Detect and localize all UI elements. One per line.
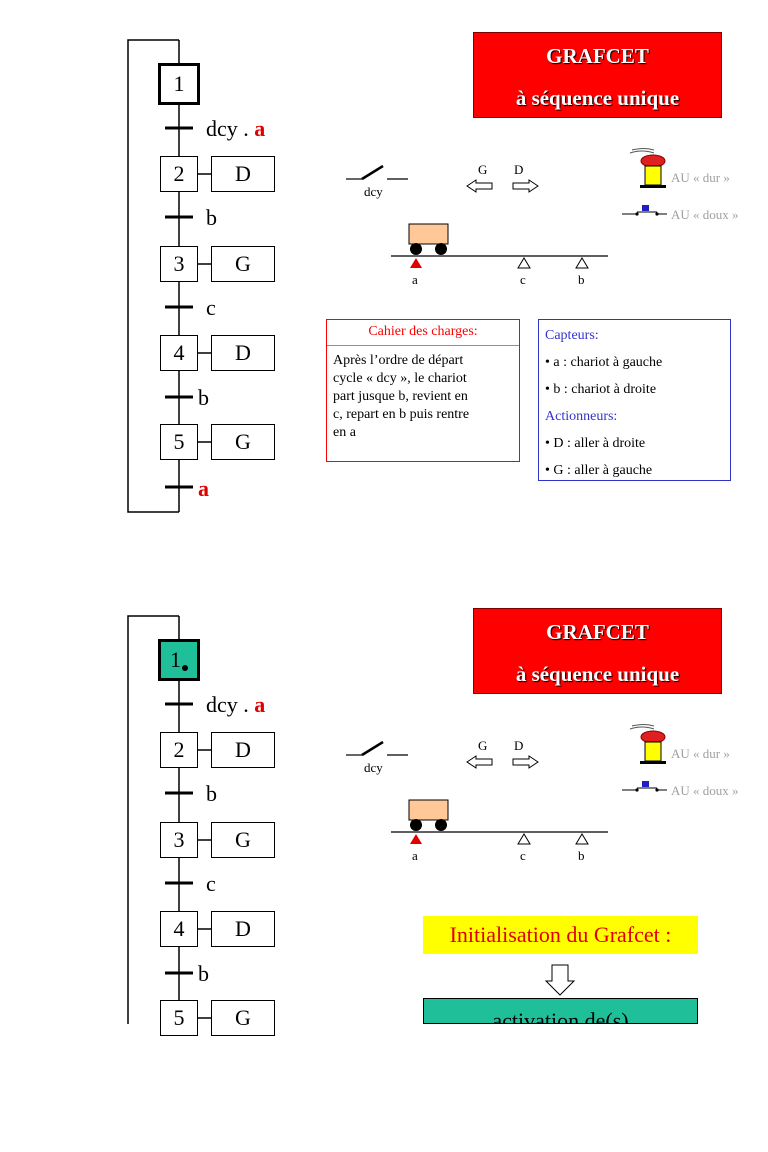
sensor-a-label: a <box>412 848 418 863</box>
cart-icon <box>408 799 449 831</box>
sensor-a-icon <box>410 258 422 268</box>
step-4: 4 <box>160 911 198 947</box>
dir-g-label: G <box>478 162 488 177</box>
action-step-3: G <box>211 822 275 858</box>
sensor-a-icon <box>410 834 422 844</box>
sensor-b-icon <box>575 257 589 269</box>
step-4: 4 <box>160 335 198 371</box>
au-dur-icon <box>629 148 666 188</box>
sensor-b-label: b <box>578 272 585 287</box>
sensor-c-icon <box>517 257 531 269</box>
dir-d-label: D <box>514 738 524 753</box>
transition-1-highlight: a <box>254 692 266 717</box>
actionneur-d: • D : aller à droite <box>545 436 646 451</box>
actionneurs-title: Actionneurs: <box>545 409 618 424</box>
down-arrow-icon <box>544 964 576 996</box>
step-3: 3 <box>160 246 198 282</box>
title-line-2: à séquence unique <box>515 86 680 110</box>
capteur-b-text: b : chariot à droite <box>553 382 657 397</box>
dcy-label: dcy <box>364 760 383 775</box>
transition-1-label: dcy . a <box>206 693 265 717</box>
active-token-icon <box>182 665 188 671</box>
cahier-line-2: cycle « dcy », le chariot <box>333 371 467 386</box>
title-line-2: à séquence unique <box>515 662 680 686</box>
au-dur-label: AU « dur » <box>671 746 730 761</box>
system-drawing-2 <box>346 724 667 996</box>
cahier-line-4: c, repart en b puis rentre <box>333 407 470 422</box>
capteurs-actionneurs: Capteurs: • a : chariot à gauche • b : c… <box>538 319 731 481</box>
cahier-body: Après l’ordre de départ cycle « dcy », l… <box>327 352 519 442</box>
activation-box: activation de(s) <box>423 998 698 1024</box>
step-1-initial: 1 <box>158 63 200 105</box>
dir-g-label: G <box>478 738 488 753</box>
transition-2-label: b <box>206 781 217 806</box>
transition-1-main: dcy . <box>206 692 255 717</box>
cart-icon <box>408 223 449 255</box>
cahier-divider <box>327 345 519 346</box>
action-step-2: D <box>211 156 275 192</box>
cahier-line-3: part jusque b, revient en <box>333 389 468 404</box>
step-1-initial-active: 1 <box>158 639 200 681</box>
step-5: 5 <box>160 424 198 460</box>
dir-d-label: D <box>514 162 524 177</box>
transition-5-label: a <box>198 476 209 501</box>
step-1-num: 1 <box>170 647 181 672</box>
cahier-title: Cahier des charges: <box>368 324 478 339</box>
actionneur-g-text: G : aller à gauche <box>553 463 653 478</box>
capteur-a-text: a : chariot à gauche <box>553 355 663 370</box>
au-doux-label: AU « doux » <box>671 207 739 222</box>
title-box: GRAFCET à séquence unique <box>473 32 722 118</box>
sensor-b-icon <box>575 833 589 845</box>
action-step-3: G <box>211 246 275 282</box>
title-line-1: GRAFCET <box>546 44 649 68</box>
title-box: GRAFCET à séquence unique <box>473 608 722 694</box>
step-3: 3 <box>160 822 198 858</box>
cahier-line-1: Après l’ordre de départ <box>333 353 464 368</box>
capteurs-title: Capteurs: <box>545 328 599 343</box>
au-dur-icon <box>629 724 666 764</box>
dcy-label: dcy <box>364 184 383 199</box>
cahier-line-5: en a <box>333 425 356 440</box>
au-doux-icon <box>622 781 667 792</box>
title-line-1: GRAFCET <box>546 620 649 644</box>
actionneur-g: • G : aller à gauche <box>545 463 653 478</box>
transition-1-label: dcy . a <box>206 117 265 141</box>
sensor-b-label: b <box>578 848 585 863</box>
cahier-des-charges: Cahier des charges: Après l’ordre de dép… <box>326 319 520 462</box>
capteur-b: • b : chariot à droite <box>545 382 657 397</box>
grafcet-lines-2 <box>127 615 211 1024</box>
sensor-c-label: c <box>520 848 526 863</box>
actionneur-d-text: D : aller à droite <box>553 436 646 451</box>
au-doux-label: AU « doux » <box>671 783 739 798</box>
sensor-a-label: a <box>412 272 418 287</box>
transition-1-main: dcy . <box>206 116 255 141</box>
sensor-c-icon <box>517 833 531 845</box>
system-drawing-1 <box>346 148 667 269</box>
init-label: Initialisation du Grafcet : <box>423 916 698 954</box>
au-dur-label: AU « dur » <box>671 170 730 185</box>
transition-4-label: b <box>198 961 209 986</box>
step-2: 2 <box>160 732 198 768</box>
transition-3-label: c <box>206 295 216 320</box>
transition-4-label: b <box>198 385 209 410</box>
transition-2-label: b <box>206 205 217 230</box>
sensor-c-label: c <box>520 272 526 287</box>
slide-2: 1 2 D 3 G 4 D 5 G dcy . a b c b GRAFCET … <box>0 576 768 1152</box>
capteur-a: • a : chariot à gauche <box>545 355 663 370</box>
action-step-2: D <box>211 732 275 768</box>
action-step-5: G <box>211 424 275 460</box>
transition-3-label: c <box>206 871 216 896</box>
step-2: 2 <box>160 156 198 192</box>
action-step-4: D <box>211 911 275 947</box>
transition-1-highlight: a <box>254 116 266 141</box>
slide-1: 1 2 D 3 G 4 D 5 G dcy . a b c b a GRAFCE… <box>127 32 739 513</box>
au-doux-icon <box>622 205 667 216</box>
action-step-4: D <box>211 335 275 371</box>
